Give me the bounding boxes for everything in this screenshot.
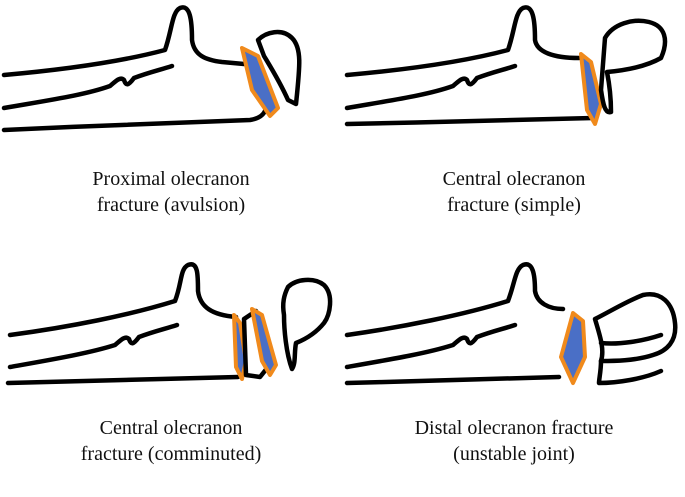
caption-line-2: fracture (simple) bbox=[447, 194, 581, 216]
panel-caption: Distal olecranon fracture (unstable join… bbox=[343, 415, 685, 467]
fracture-fragment-2 bbox=[250, 307, 278, 377]
caption-line-1: Proximal olecranon bbox=[92, 168, 250, 190]
caption-line-1: Central olecranon bbox=[99, 417, 243, 439]
avulsed-fragment bbox=[255, 29, 302, 107]
ulna-illustration bbox=[1, 5, 302, 133]
panel-caption: Proximal olecranon fracture (avulsion) bbox=[0, 166, 342, 218]
proximal-fragment bbox=[592, 291, 678, 364]
ulna-inner-line bbox=[344, 63, 518, 111]
panel-central-comminuted: Central olecranon fracture (comminuted) bbox=[0, 249, 342, 497]
trochlear-notch-line bbox=[598, 332, 664, 346]
ulna-lower-outline bbox=[344, 115, 596, 127]
panel-proximal-avulsion: Proximal olecranon fracture (avulsion) bbox=[0, 0, 342, 248]
caption-line-1: Distal olecranon fracture bbox=[414, 417, 614, 439]
panel-distal-unstable: Distal olecranon fracture (unstable join… bbox=[343, 249, 685, 497]
ulna-illustration bbox=[344, 5, 668, 127]
ulna-inner-line bbox=[1, 63, 175, 111]
proximal-fragment bbox=[280, 277, 333, 372]
caption-line-2: (unstable joint) bbox=[453, 443, 575, 465]
ulna-inner-line bbox=[344, 322, 518, 370]
ulna-outline bbox=[7, 262, 239, 338]
ulna-outline bbox=[1, 5, 247, 78]
caption-line-2: fracture (avulsion) bbox=[96, 194, 246, 216]
ulna-illustration bbox=[344, 262, 678, 386]
panel-caption: Central olecranon fracture (comminuted) bbox=[0, 415, 342, 467]
panel-central-simple: Central olecranon fracture (simple) bbox=[343, 0, 685, 248]
ulna-illustration bbox=[5, 262, 333, 386]
proximal-fragment-base bbox=[596, 358, 664, 386]
ulna-outline bbox=[344, 5, 582, 78]
proximal-fragment bbox=[598, 18, 668, 115]
ulna-lower-outline bbox=[5, 374, 241, 386]
fracture-fragment bbox=[559, 311, 587, 385]
ulna-lower-outline bbox=[1, 103, 269, 133]
ulna-inner-line bbox=[7, 322, 180, 370]
caption-line-1: Central olecranon bbox=[442, 168, 586, 190]
caption-line-2: fracture (comminuted) bbox=[80, 443, 262, 465]
fracture-fragment bbox=[240, 46, 280, 118]
ulna-lower-outline bbox=[344, 374, 562, 386]
ulna-outline bbox=[344, 262, 566, 338]
panel-caption: Central olecranon fracture (simple) bbox=[343, 166, 685, 218]
fracture-fragment bbox=[579, 52, 603, 126]
